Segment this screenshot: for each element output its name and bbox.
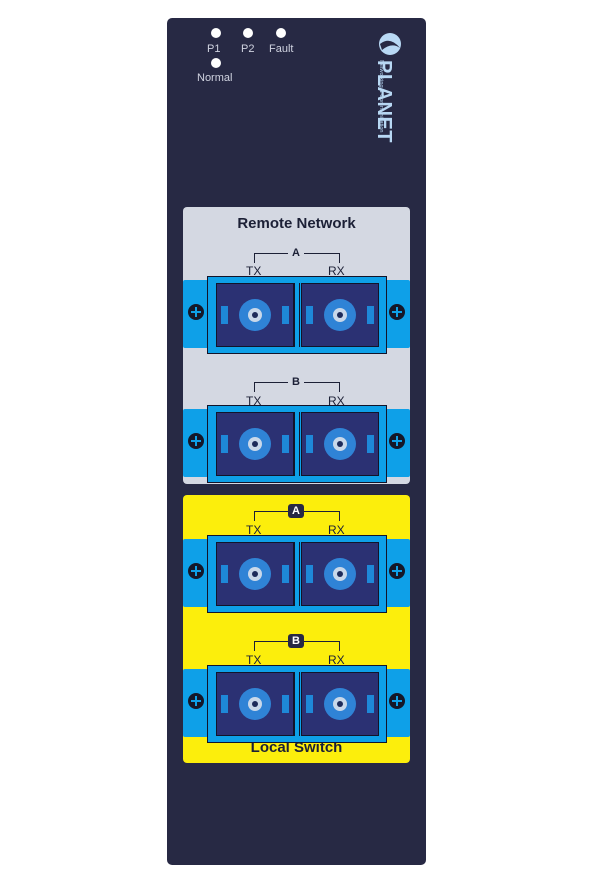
screw-icon xyxy=(188,304,204,320)
local-b-sc-connector[interactable] xyxy=(183,665,410,743)
fiber-ferrule-icon xyxy=(324,428,356,460)
local-pair-b-label: B xyxy=(288,634,304,648)
screw-icon xyxy=(188,433,204,449)
local-a-sc-connector[interactable] xyxy=(183,535,410,613)
led-fault-label: Fault xyxy=(269,43,294,55)
screw-icon xyxy=(389,693,405,709)
remote-b-rx-port[interactable] xyxy=(301,412,379,476)
remote-a-rx-port[interactable] xyxy=(301,283,379,347)
local-b-rx-label: RX xyxy=(328,653,345,667)
remote-a-sc-connector[interactable] xyxy=(183,276,410,354)
local-a-tx-port[interactable] xyxy=(216,542,294,606)
remote-b-tx-label: TX xyxy=(246,394,262,408)
remote-b-rx-label: RX xyxy=(328,394,345,408)
led-normal xyxy=(211,58,221,68)
screw-icon xyxy=(188,563,204,579)
fiber-ferrule-icon xyxy=(239,428,271,460)
local-a-rx-port[interactable] xyxy=(301,542,379,606)
fiber-ferrule-icon xyxy=(239,299,271,331)
led-normal-label: Normal xyxy=(197,72,233,84)
remote-network-title: Remote Network xyxy=(237,215,356,232)
fiber-ferrule-icon xyxy=(239,688,271,720)
remote-b-tx-port[interactable] xyxy=(216,412,294,476)
remote-a-tx-label: TX xyxy=(246,264,262,278)
local-a-rx-label: RX xyxy=(328,523,345,537)
remote-pair-b-label: B xyxy=(288,375,304,389)
led-p2 xyxy=(243,28,253,38)
fiber-ferrule-icon xyxy=(324,688,356,720)
screw-icon xyxy=(389,433,405,449)
screw-icon xyxy=(389,563,405,579)
local-switch-title: Local Switch xyxy=(250,739,343,756)
local-pair-a-label: A xyxy=(288,504,304,518)
planet-logo-icon xyxy=(379,33,401,55)
fiber-ferrule-icon xyxy=(324,299,356,331)
remote-pair-a-label: A xyxy=(288,246,304,260)
screw-icon xyxy=(188,693,204,709)
screw-icon xyxy=(389,304,405,320)
led-p1 xyxy=(211,28,221,38)
remote-b-sc-connector[interactable] xyxy=(183,405,410,483)
local-a-tx-label: TX xyxy=(246,523,262,537)
fiber-ferrule-icon xyxy=(239,558,271,590)
local-b-tx-port[interactable] xyxy=(216,672,294,736)
brand-tagline: Networking & Communication xyxy=(378,60,384,133)
fiber-ferrule-icon xyxy=(324,558,356,590)
remote-a-rx-label: RX xyxy=(328,264,345,278)
remote-a-tx-port[interactable] xyxy=(216,283,294,347)
local-b-tx-label: TX xyxy=(246,653,262,667)
led-fault xyxy=(276,28,286,38)
local-b-rx-port[interactable] xyxy=(301,672,379,736)
led-p2-label: P2 xyxy=(241,43,255,55)
led-p1-label: P1 xyxy=(207,43,221,55)
